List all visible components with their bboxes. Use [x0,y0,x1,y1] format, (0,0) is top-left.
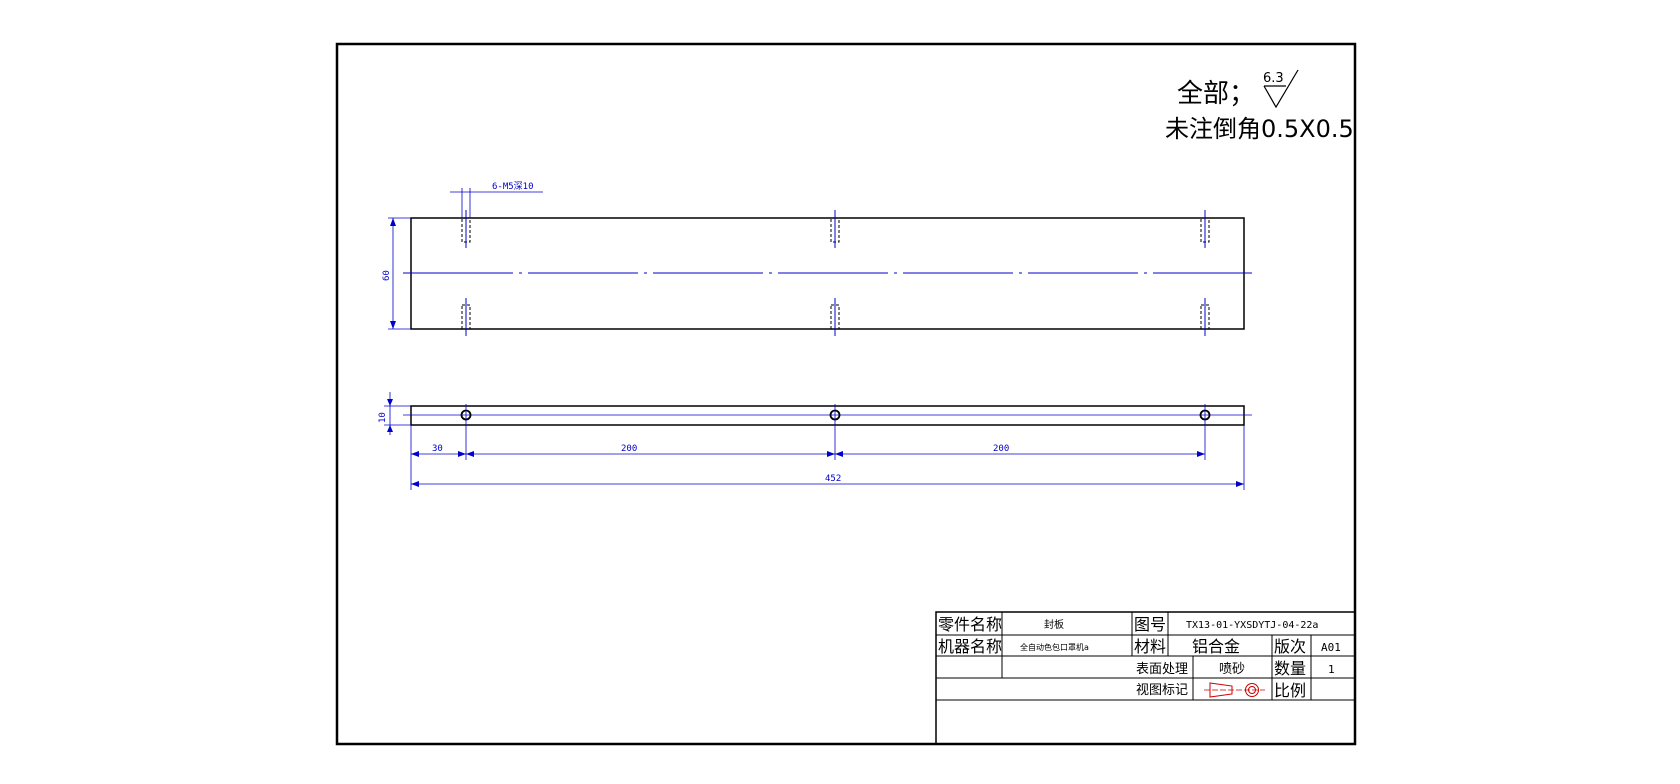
drawing-no-label: 图号 [1134,615,1166,634]
revision-value: A01 [1321,641,1341,654]
front-view: 6-M5深10 60 [382,181,1252,336]
surface-roughness-prefix: 全部； [1177,79,1255,109]
bottom-hole-3 [1200,298,1210,336]
part-name-value: 封板 [1044,618,1064,631]
bottom-hole-1 [461,298,471,336]
top-hole-3 [1200,210,1210,248]
roughness-value: 6.3 [1263,71,1284,86]
top-view: 10 30 200 200 452 [378,392,1252,490]
quantity-label: 数量 [1274,659,1306,678]
thickness-dimension: 10 [378,392,411,435]
bottom-hole-2 [830,298,840,336]
part-name-label: 零件名称 [938,615,1002,634]
height-dimension-text: 60 [382,270,392,281]
machine-name-value: 全自动色包口罩机a [1020,642,1089,652]
chamfer-note: 未注倒角0.5X0.5 [1165,115,1354,143]
top-hole-1 [461,210,471,248]
view-symbol-label: 视图标记 [1136,683,1188,698]
top-hole-2 [830,210,840,248]
revision-label: 版次 [1274,637,1306,656]
projection-symbol-icon [1204,682,1265,698]
quantity-value: 1 [1328,663,1335,676]
spacing-1-text: 200 [621,444,637,454]
chain-dimensions: 30 200 200 [411,444,1205,457]
roughness-symbol-icon [1263,69,1299,109]
height-dimension: 60 [382,217,411,330]
scale-label: 比例 [1274,681,1306,700]
material-value: 铝合金 [1192,637,1240,656]
machine-name-label: 机器名称 [938,637,1002,656]
surface-treatment-label: 表面处理 [1136,662,1188,677]
drawing-no-value: TX13-01-YXSDYTJ-04-22a [1186,620,1318,631]
drawing-border [335,42,1357,746]
hole-callout-text: 6-M5深10 [492,181,534,192]
surface-treatment-value: 喷砂 [1219,662,1245,677]
title-block: 零件名称 封板 图号 TX13-01-YXSDYTJ-04-22a 机器名称 全… [935,611,1356,745]
overall-length-text: 452 [825,474,841,484]
general-notes: 全部； 6.3 未注倒角0.5X0.5 [1165,69,1354,143]
edge-offset-text: 30 [432,444,443,454]
thickness-dimension-text: 10 [378,412,388,423]
top-view-outline [410,405,1245,426]
spacing-2-text: 200 [993,444,1009,454]
overall-length-dimension: 452 [411,474,1244,487]
hole-callout: 6-M5深10 [450,181,543,218]
material-label: 材料 [1134,637,1166,656]
